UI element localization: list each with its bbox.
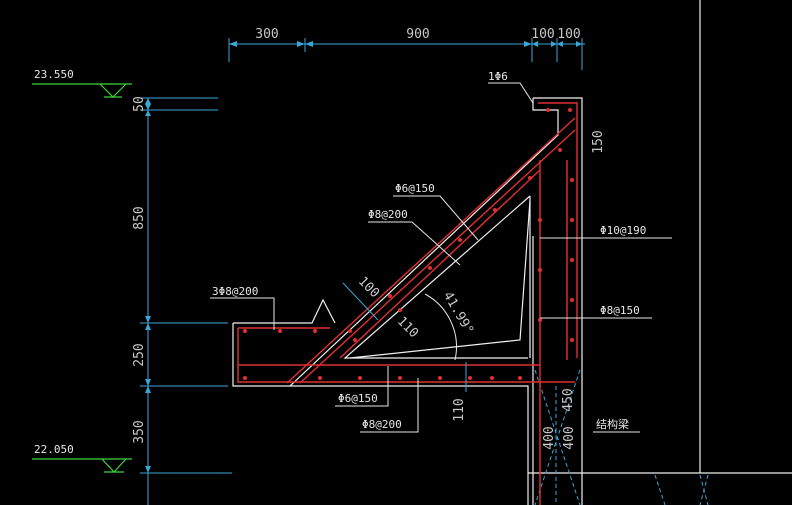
elevation-bottom-label: 22.050 [34, 443, 74, 456]
dim-left-850: 850 [132, 206, 147, 229]
label-diag-dist: Φ6@150 [395, 182, 435, 195]
dim-left-350: 350 [132, 420, 147, 443]
dim-inner-450: 450 [561, 388, 576, 411]
beam-hatch [534, 369, 709, 505]
left-dimension-chain [140, 97, 232, 505]
dim-inner-110-diag: 110 [394, 314, 421, 341]
top-dimension-chain [228, 38, 585, 70]
dim-top-100b: 100 [557, 27, 580, 42]
label-diag-main: Φ8@200 [368, 208, 408, 221]
dim-inner-400a: 400 [542, 426, 557, 449]
dim-top-300: 300 [255, 27, 278, 42]
dim-inner-150: 150 [591, 130, 606, 153]
label-top-bar: 1Φ6 [488, 70, 508, 83]
elevation-top-label: 23.550 [34, 68, 74, 81]
label-vert-dist: Φ8@150 [600, 304, 640, 317]
inner-dimension-lines [342, 282, 467, 392]
label-beam: 结构梁 [596, 417, 629, 431]
elevation-marker-top [32, 83, 132, 98]
dim-top-900: 900 [406, 27, 429, 42]
dim-left-50: 50 [132, 96, 147, 112]
dim-inner-400b: 400 [562, 426, 577, 449]
dim-top-100a: 100 [531, 27, 554, 42]
label-vert-main: Φ10@190 [600, 224, 646, 237]
dim-left-250: 250 [132, 343, 147, 366]
rebar-dots [243, 108, 574, 380]
concrete-outline [232, 0, 792, 505]
dim-inner-110: 110 [452, 398, 467, 421]
label-bottom-main: Φ8@200 [362, 418, 402, 431]
label-bottom-dist: Φ6@150 [338, 392, 378, 405]
leader-lines [210, 82, 672, 433]
elevation-marker-bottom [32, 458, 132, 473]
label-slab-main: 3Φ8@200 [212, 285, 258, 298]
dim-inner-100: 100 [355, 274, 382, 301]
angle-label: 41.99° [440, 289, 476, 337]
rebar-lines [237, 102, 578, 505]
